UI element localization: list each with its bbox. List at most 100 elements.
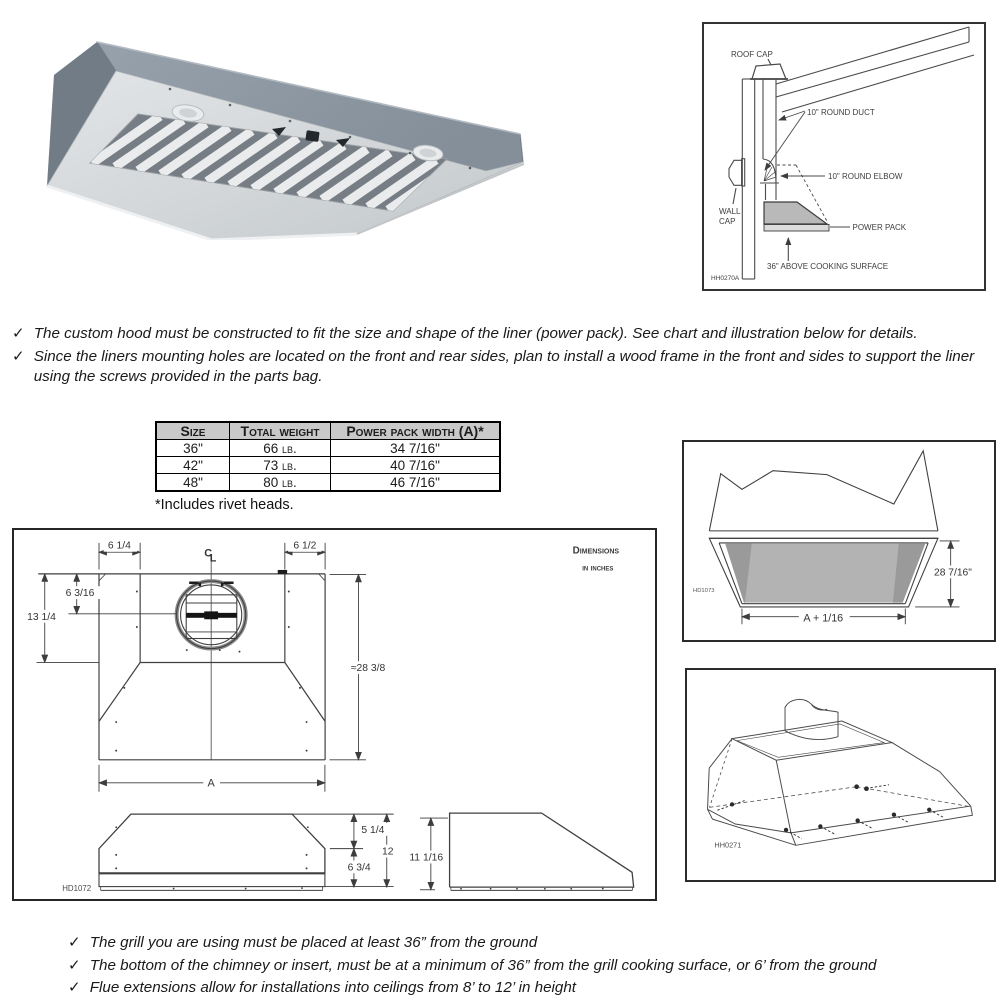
checkmark-icon: ✓ [12, 325, 25, 342]
front-rivet-dots [115, 826, 309, 890]
side-rivet-dots [460, 887, 604, 890]
install-diagram-box: ROOF CAP 10" ROUND DUCT 10" ROUND ELBOW … [702, 22, 986, 291]
liner-opening-gray [725, 543, 926, 603]
liner-opening-left-shade [725, 543, 752, 603]
rim-right-edge [356, 163, 525, 235]
roof-cap-label: ROOF CAP [731, 50, 773, 59]
table-footnote: *Includes rivet heads. [155, 497, 294, 513]
plan-view [38, 559, 326, 761]
note-text: Flue extensions allow for installations … [89, 979, 576, 996]
hood-left-face [47, 42, 116, 186]
dim-back-depth: 13 1/4 [27, 612, 56, 623]
halogen-lights [171, 104, 444, 162]
dim-side-height: 11 1/16 [409, 852, 443, 863]
spec-table: Size Total weight Power pack width (A)* … [155, 421, 501, 492]
note-item: ✓ Flue extensions allow for installation… [68, 978, 978, 999]
cell-weight: 66 lb. [229, 439, 331, 457]
liner-dimensions [740, 539, 960, 625]
mounting-screws [717, 784, 944, 840]
wall-cap-label-1: WALL [719, 207, 741, 216]
cell-width: 34 7/16" [330, 439, 501, 457]
junction-box [277, 569, 288, 574]
table-header-row: Size Total weight Power pack width (A)* [155, 421, 501, 440]
diagram-id-hh0270a: HH0270A [711, 275, 740, 282]
col-header-width: Power pack width (A)* [330, 421, 501, 440]
dim-front-total: 12 [382, 847, 394, 858]
collar-tabs [189, 581, 234, 587]
col-header-size: Size [155, 421, 230, 440]
centerline-symbol-c: C [204, 548, 212, 560]
dim-width-a-plus: A + 1/16 [803, 612, 843, 624]
note-text: The grill you are using must be placed a… [89, 934, 538, 951]
plan-dimensions [36, 542, 367, 792]
power-pack-shape [763, 201, 830, 232]
note-item: ✓ Since the liners mounting holes are lo… [12, 347, 978, 388]
dim-top-right: 6 1/2 [293, 541, 316, 552]
structure-lines [728, 26, 975, 280]
cell-width: 46 7/16" [330, 473, 501, 492]
col-header-weight: Total weight [229, 421, 331, 440]
table-row: 42" 73 lb. 40 7/16" [155, 456, 501, 474]
note-text: The custom hood must be constructed to f… [33, 325, 918, 342]
wall-cap-label-2: CAP [719, 217, 735, 226]
dim-front-bottom: 6 3/4 [348, 862, 371, 873]
dimension-drawing: 6 1/4 6 1/2 C L 6 3/16 13 1/4 ≈28 3/8 A … [22, 538, 635, 893]
iso-view-diagram: HH0271 [707, 698, 973, 850]
control-switches [272, 127, 350, 147]
dim-height-28: 28 7/16" [934, 567, 972, 578]
dimension-drawing-box: 6 1/4 6 1/2 C L 6 3/16 13 1/4 ≈28 3/8 A … [12, 528, 657, 901]
cell-size: 42" [155, 456, 230, 474]
dim-top-left: 6 1/4 [108, 541, 131, 552]
leader-lines [764, 110, 850, 228]
duct-collar [174, 579, 248, 651]
liner-shape-box: A + 1/16 28 7/16" HD1073 [682, 440, 996, 642]
drawing-id-hd1072: HD1072 [62, 884, 91, 893]
liner-opening-right-shade [892, 543, 926, 603]
baffle-filters [90, 114, 447, 211]
clearance-label: 36" ABOVE COOKING SURFACE [767, 262, 888, 271]
front-view [98, 813, 394, 891]
rivet-dots [168, 87, 472, 170]
round-elbow-label: 10" ROUND ELBOW [828, 172, 903, 181]
round-duct-label: 10" ROUND DUCT [807, 108, 875, 117]
checkmark-icon: ✓ [68, 979, 81, 996]
power-pack-label: POWER PACK [853, 223, 907, 232]
note-text: Since the liners mounting holes are loca… [33, 347, 975, 386]
checkmark-icon: ✓ [68, 956, 81, 974]
table-row: 48" 80 lb. 46 7/16" [155, 473, 501, 492]
cell-weight: 80 lb. [229, 473, 331, 492]
hidden-dashed-lines [709, 738, 969, 808]
note-item: ✓ The grill you are using must be placed… [68, 933, 978, 954]
note-item: ✓ The custom hood must be constructed to… [12, 324, 978, 345]
liner-shape-diagram: A + 1/16 28 7/16" HD1073 [693, 449, 982, 625]
custom-hood-outline [708, 449, 939, 608]
checkmark-icon: ✓ [68, 934, 81, 951]
notes-top: ✓ The custom hood must be constructed to… [12, 324, 978, 390]
dim-width-a: A [208, 777, 216, 789]
checkmark-icon: ✓ [12, 347, 25, 365]
table-row: 36" 66 lb. 34 7/16" [155, 439, 501, 457]
drawing-id-hh0271: HH0271 [714, 841, 741, 850]
drawing-id-hd1073: HD1073 [693, 588, 715, 594]
product-photo [20, 10, 580, 242]
units-note-line2: in inches [582, 562, 613, 572]
cell-weight: 73 lb. [229, 456, 331, 474]
iso-view-box: HH0271 [685, 668, 996, 882]
units-note-line1: Dimensions [573, 546, 620, 557]
airflow-dashed-lines [777, 164, 829, 224]
note-item: ✓ The bottom of the chimney or insert, m… [68, 956, 978, 977]
cell-width: 40 7/16" [330, 456, 501, 474]
side-view [448, 812, 635, 891]
cell-size: 36" [155, 439, 230, 457]
spec-table-wrap: Size Total weight Power pack width (A)* … [155, 421, 501, 513]
liner-iso-outline [707, 698, 973, 846]
centerline-symbol-l: L [210, 553, 217, 565]
hood-liner-illustration [46, 41, 525, 242]
note-text: The bottom of the chimney or insert, mus… [89, 956, 877, 974]
dim-duct-offset: 6 3/16 [66, 588, 95, 599]
dim-overall-depth: ≈28 3/8 [351, 663, 386, 674]
hood-top-edge-highlight [96, 41, 521, 135]
cell-size: 48" [155, 473, 230, 492]
install-diagram: ROOF CAP 10" ROUND DUCT 10" ROUND ELBOW … [711, 26, 975, 282]
notes-bottom: ✓ The grill you are using must be placed… [68, 933, 978, 1001]
